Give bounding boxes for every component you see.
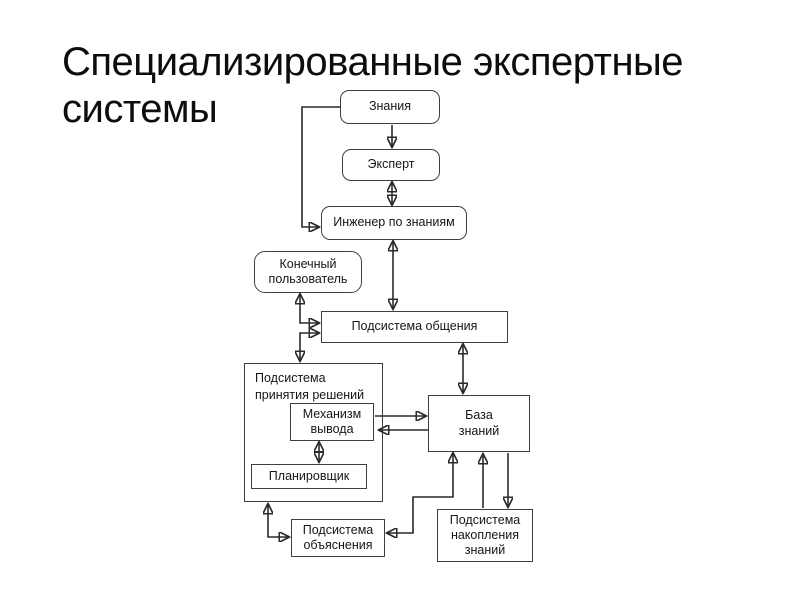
node-knowledge-base: База знаний	[428, 395, 530, 452]
node-knowledge-label: Знания	[368, 99, 412, 114]
arrow-decision-explanation	[268, 505, 288, 537]
node-expert: Эксперт	[342, 149, 440, 181]
node-knowledge-base-label: База знаний	[458, 408, 500, 438]
node-knowledge-engineer: Инженер по знаниям	[321, 206, 467, 240]
node-inference-mechanism-label: Механизм вывода	[302, 406, 362, 436]
node-inference-mechanism: Механизм вывода	[290, 403, 374, 441]
node-communication-subsystem: Подсистема общения	[321, 311, 508, 343]
node-knowledge-accumulation-subsystem-label: Подсистема накопления знаний	[449, 512, 521, 558]
node-planner: Планировщик	[251, 464, 367, 489]
node-planner-label: Планировщик	[268, 468, 350, 483]
node-explanation-subsystem: Подсистема объяснения	[291, 519, 385, 557]
page-title: Специализированные экспертные системы	[62, 39, 684, 131]
node-knowledge-accumulation-subsystem: Подсистема накопления знаний	[437, 509, 533, 562]
node-knowledge: Знания	[340, 90, 440, 124]
node-end-user: Конечный пользователь	[254, 251, 362, 293]
arrow-communication-decision	[300, 333, 318, 360]
arrow-end-user-communication	[300, 295, 318, 323]
node-end-user-label: Конечный пользователь	[268, 256, 348, 286]
node-communication-subsystem-label: Подсистема общения	[351, 319, 478, 334]
node-knowledge-engineer-label: Инженер по знаниям	[333, 215, 455, 230]
node-decision-subsystem-label: Подсистема принятия решений	[255, 371, 365, 402]
node-expert-label: Эксперт	[367, 157, 415, 172]
node-explanation-subsystem-label: Подсистема объяснения	[302, 522, 374, 552]
